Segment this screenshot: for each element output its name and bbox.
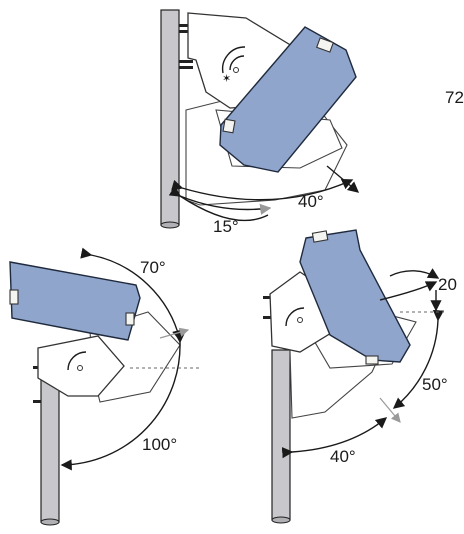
arc-15 (179, 195, 272, 215)
arc-40 (281, 417, 388, 459)
camera-panel (219, 26, 357, 173)
pivot-bolt (233, 67, 239, 73)
panel-tab (311, 230, 329, 243)
bracket-slot (221, 46, 246, 74)
arc-50 (392, 309, 445, 409)
arc-40 (171, 178, 354, 201)
figure-bottom-left: 70° 100° (9, 247, 200, 526)
arc-100 (60, 332, 186, 471)
angle-label-40: 40° (298, 192, 324, 211)
angle-label-20: 20 (438, 275, 457, 294)
mounting-pole (271, 349, 291, 521)
pole-bolts (179, 24, 193, 69)
panel-tab (316, 37, 334, 53)
figure-bottom-right: 20 50° 40° (263, 229, 457, 524)
mounting-pole (160, 9, 180, 226)
angle-label-15: 15° (213, 217, 239, 236)
panel-tab (222, 118, 236, 134)
angle-label-40: 40° (330, 447, 356, 466)
svg-text:✶: ✶ (222, 73, 231, 85)
panel-tab (125, 312, 135, 326)
angle-label-70: 70° (140, 258, 166, 277)
angle-label-100: 100° (142, 435, 177, 454)
figure-top: ✶ 40° 15° (160, 9, 360, 236)
pole-end (160, 221, 180, 229)
angle-label-72-cut: 72 (445, 88, 464, 107)
arc-20 (379, 281, 438, 301)
panel-tab (9, 289, 19, 305)
camera-panel (9, 261, 141, 341)
panel-tab (365, 355, 379, 365)
arc-70 (80, 247, 184, 342)
angle-label-50: 50° (422, 375, 448, 394)
